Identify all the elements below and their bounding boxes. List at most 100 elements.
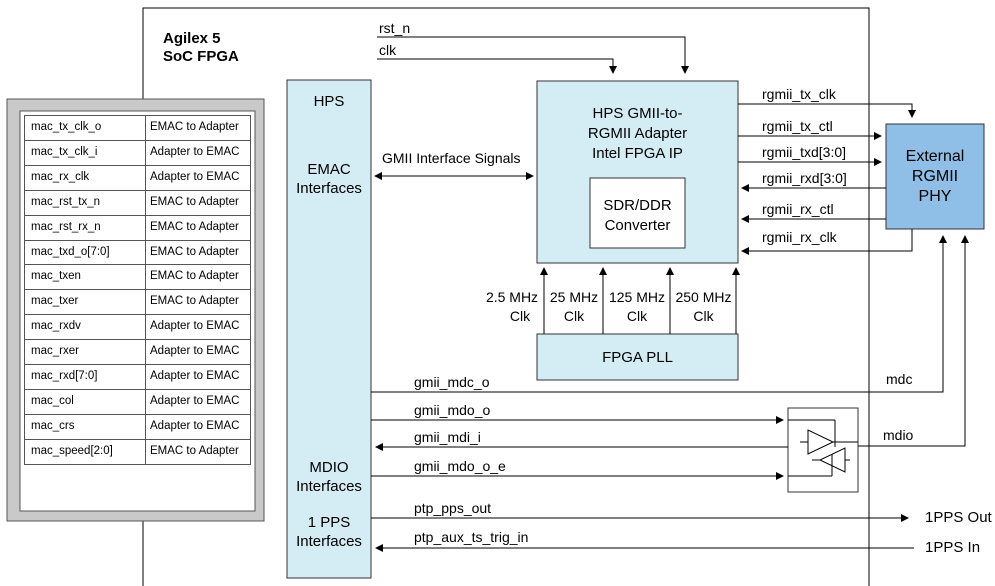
hps-emac-label-line2: Interfaces xyxy=(296,180,362,197)
signal-name-cell: mac_crs xyxy=(24,413,146,440)
signal-name-cell: mac_txen xyxy=(24,264,146,291)
gmii-mdc-o-label: gmii_mdc_o xyxy=(414,374,490,390)
signal-direction-cell: Adapter to EMAC xyxy=(145,314,251,341)
hps-pps-label-line2: Interfaces xyxy=(296,533,362,550)
gmii-interface-label: GMII Interface Signals xyxy=(382,150,521,166)
chip-title-line1: Agilex 5 xyxy=(163,30,221,47)
clock-2-5-line2: Clk xyxy=(509,308,531,324)
signal-table-row: mac_txd_o[7:0]EMAC to Adapter xyxy=(24,239,251,266)
mdio-label: mdio xyxy=(883,427,914,443)
signal-direction-cell: Adapter to EMAC xyxy=(145,413,251,440)
clock-25-line1: 25 MHz xyxy=(549,289,599,305)
signal-direction-cell: EMAC to Adapter xyxy=(145,115,251,141)
signal-table-row: mac_rxd[7:0]Adapter to EMAC xyxy=(24,364,251,390)
phy-label-line3: PHY xyxy=(918,188,952,205)
clock-2-5-line1: 2.5 MHz xyxy=(485,289,539,305)
signal-direction-cell: Adapter to EMAC xyxy=(145,164,251,191)
signal-direction-cell: EMAC to Adapter xyxy=(145,438,251,465)
pps-out-label: 1PPS Out xyxy=(925,509,992,526)
gmii-mdo-o-e-label: gmii_mdo_o_e xyxy=(414,458,506,474)
signal-name-cell: mac_tx_clk_i xyxy=(24,139,146,166)
clock-125-line1: 125 MHz xyxy=(608,289,666,305)
hps-mdio-label-line1: MDIO xyxy=(309,459,349,476)
adapter-title-line1: HPS GMII-to- xyxy=(592,105,683,122)
gmii-mdo-o-label: gmii_mdo_o xyxy=(414,402,491,418)
adapter-title-line3: Intel FPGA IP xyxy=(592,145,683,162)
gmii-mdi-i-label: gmii_mdi_i xyxy=(414,429,481,445)
signal-direction-cell: Adapter to EMAC xyxy=(145,139,251,166)
signal-direction-cell: EMAC to Adapter xyxy=(145,214,251,241)
clock-25-line2: Clk xyxy=(563,308,585,324)
signal-name-cell: mac_tx_clk_o xyxy=(24,115,146,141)
rgmii-txd-label: rgmii_txd[3:0] xyxy=(762,144,847,160)
pps-in-label: 1PPS In xyxy=(925,539,981,556)
signal-name-cell: mac_rxd[7:0] xyxy=(24,364,146,390)
signal-name-cell: mac_speed[2:0] xyxy=(24,438,146,465)
mdio-buffer-block xyxy=(787,407,859,493)
rgmii-rx-ctl-label: rgmii_rx_ctl xyxy=(762,201,834,217)
clock-250-line1: 250 MHz xyxy=(675,289,732,305)
signal-direction-cell: EMAC to Adapter xyxy=(145,189,251,216)
rgmii-rx-clk-line xyxy=(741,229,913,255)
rgmii-rxd-label: rgmii_rxd[3:0] xyxy=(762,170,847,186)
clk-label: clk xyxy=(379,42,397,58)
pll-label: FPGA PLL xyxy=(602,349,673,366)
adapter-title-line2: RGMII Adapter xyxy=(587,125,688,142)
signal-name-cell: mac_col xyxy=(24,388,146,415)
signal-name-cell: mac_txer xyxy=(24,289,146,316)
hps-block xyxy=(286,79,372,579)
signal-direction-cell: Adapter to EMAC xyxy=(145,388,251,415)
signal-direction-cell: EMAC to Adapter xyxy=(145,264,251,291)
rst-n-label: rst_n xyxy=(379,20,411,36)
converter-block xyxy=(589,177,686,249)
mdio-line xyxy=(858,235,969,447)
pll-block xyxy=(536,333,739,381)
signal-name-cell: mac_rst_rx_n xyxy=(24,214,146,241)
rgmii-tx-clk-line xyxy=(738,103,916,118)
tristate-buffer-symbol xyxy=(788,419,858,477)
signal-direction-cell: EMAC to Adapter xyxy=(145,239,251,266)
converter-label-line2: Converter xyxy=(604,217,671,234)
signal-name-cell: mac_txd_o[7:0] xyxy=(24,239,146,266)
clock-250-line2: Clk xyxy=(693,308,714,324)
hps-emac-label-line1: EMAC xyxy=(307,161,351,178)
signal-direction-cell: Adapter to EMAC xyxy=(145,364,251,390)
signal-name-cell: mac_rxer xyxy=(24,339,146,366)
mdc-line xyxy=(371,235,947,393)
phy-label-line1: External xyxy=(905,148,965,165)
ptp-aux-ts-trig-in-label: ptp_aux_ts_trig_in xyxy=(414,529,529,545)
clock-125-line2: Clk xyxy=(626,308,648,324)
phy-label-line2: RGMII xyxy=(911,168,959,185)
signal-table-row: mac_speed[2:0]EMAC to Adapter xyxy=(24,438,251,465)
converter-label-line1: SDR/DDR xyxy=(603,197,672,214)
chip-title-line2: SoC FPGA xyxy=(163,48,239,65)
clk-line xyxy=(377,58,617,74)
rgmii-tx-clk-label: rgmii_tx_clk xyxy=(762,86,836,102)
ptp-pps-out-label: ptp_pps_out xyxy=(414,500,492,516)
signal-name-cell: mac_rxdv xyxy=(24,314,146,341)
rst-n-line xyxy=(377,36,689,74)
hps-pps-label-line1: 1 PPS xyxy=(307,514,351,531)
signal-name-cell: mac_rx_clk xyxy=(24,164,146,191)
mdc-label: mdc xyxy=(886,371,913,387)
hps-title: HPS xyxy=(313,93,345,110)
rgmii-tx-ctl-label: rgmii_tx_ctl xyxy=(762,118,833,134)
hps-mdio-label-line2: Interfaces xyxy=(296,478,362,495)
phy-block xyxy=(885,123,985,230)
signal-name-cell: mac_rst_tx_n xyxy=(24,189,146,216)
rgmii-rx-clk-label: rgmii_rx_clk xyxy=(762,229,837,245)
signal-direction-cell: EMAC to Adapter xyxy=(145,289,251,316)
signal-direction-cell: Adapter to EMAC xyxy=(145,339,251,366)
